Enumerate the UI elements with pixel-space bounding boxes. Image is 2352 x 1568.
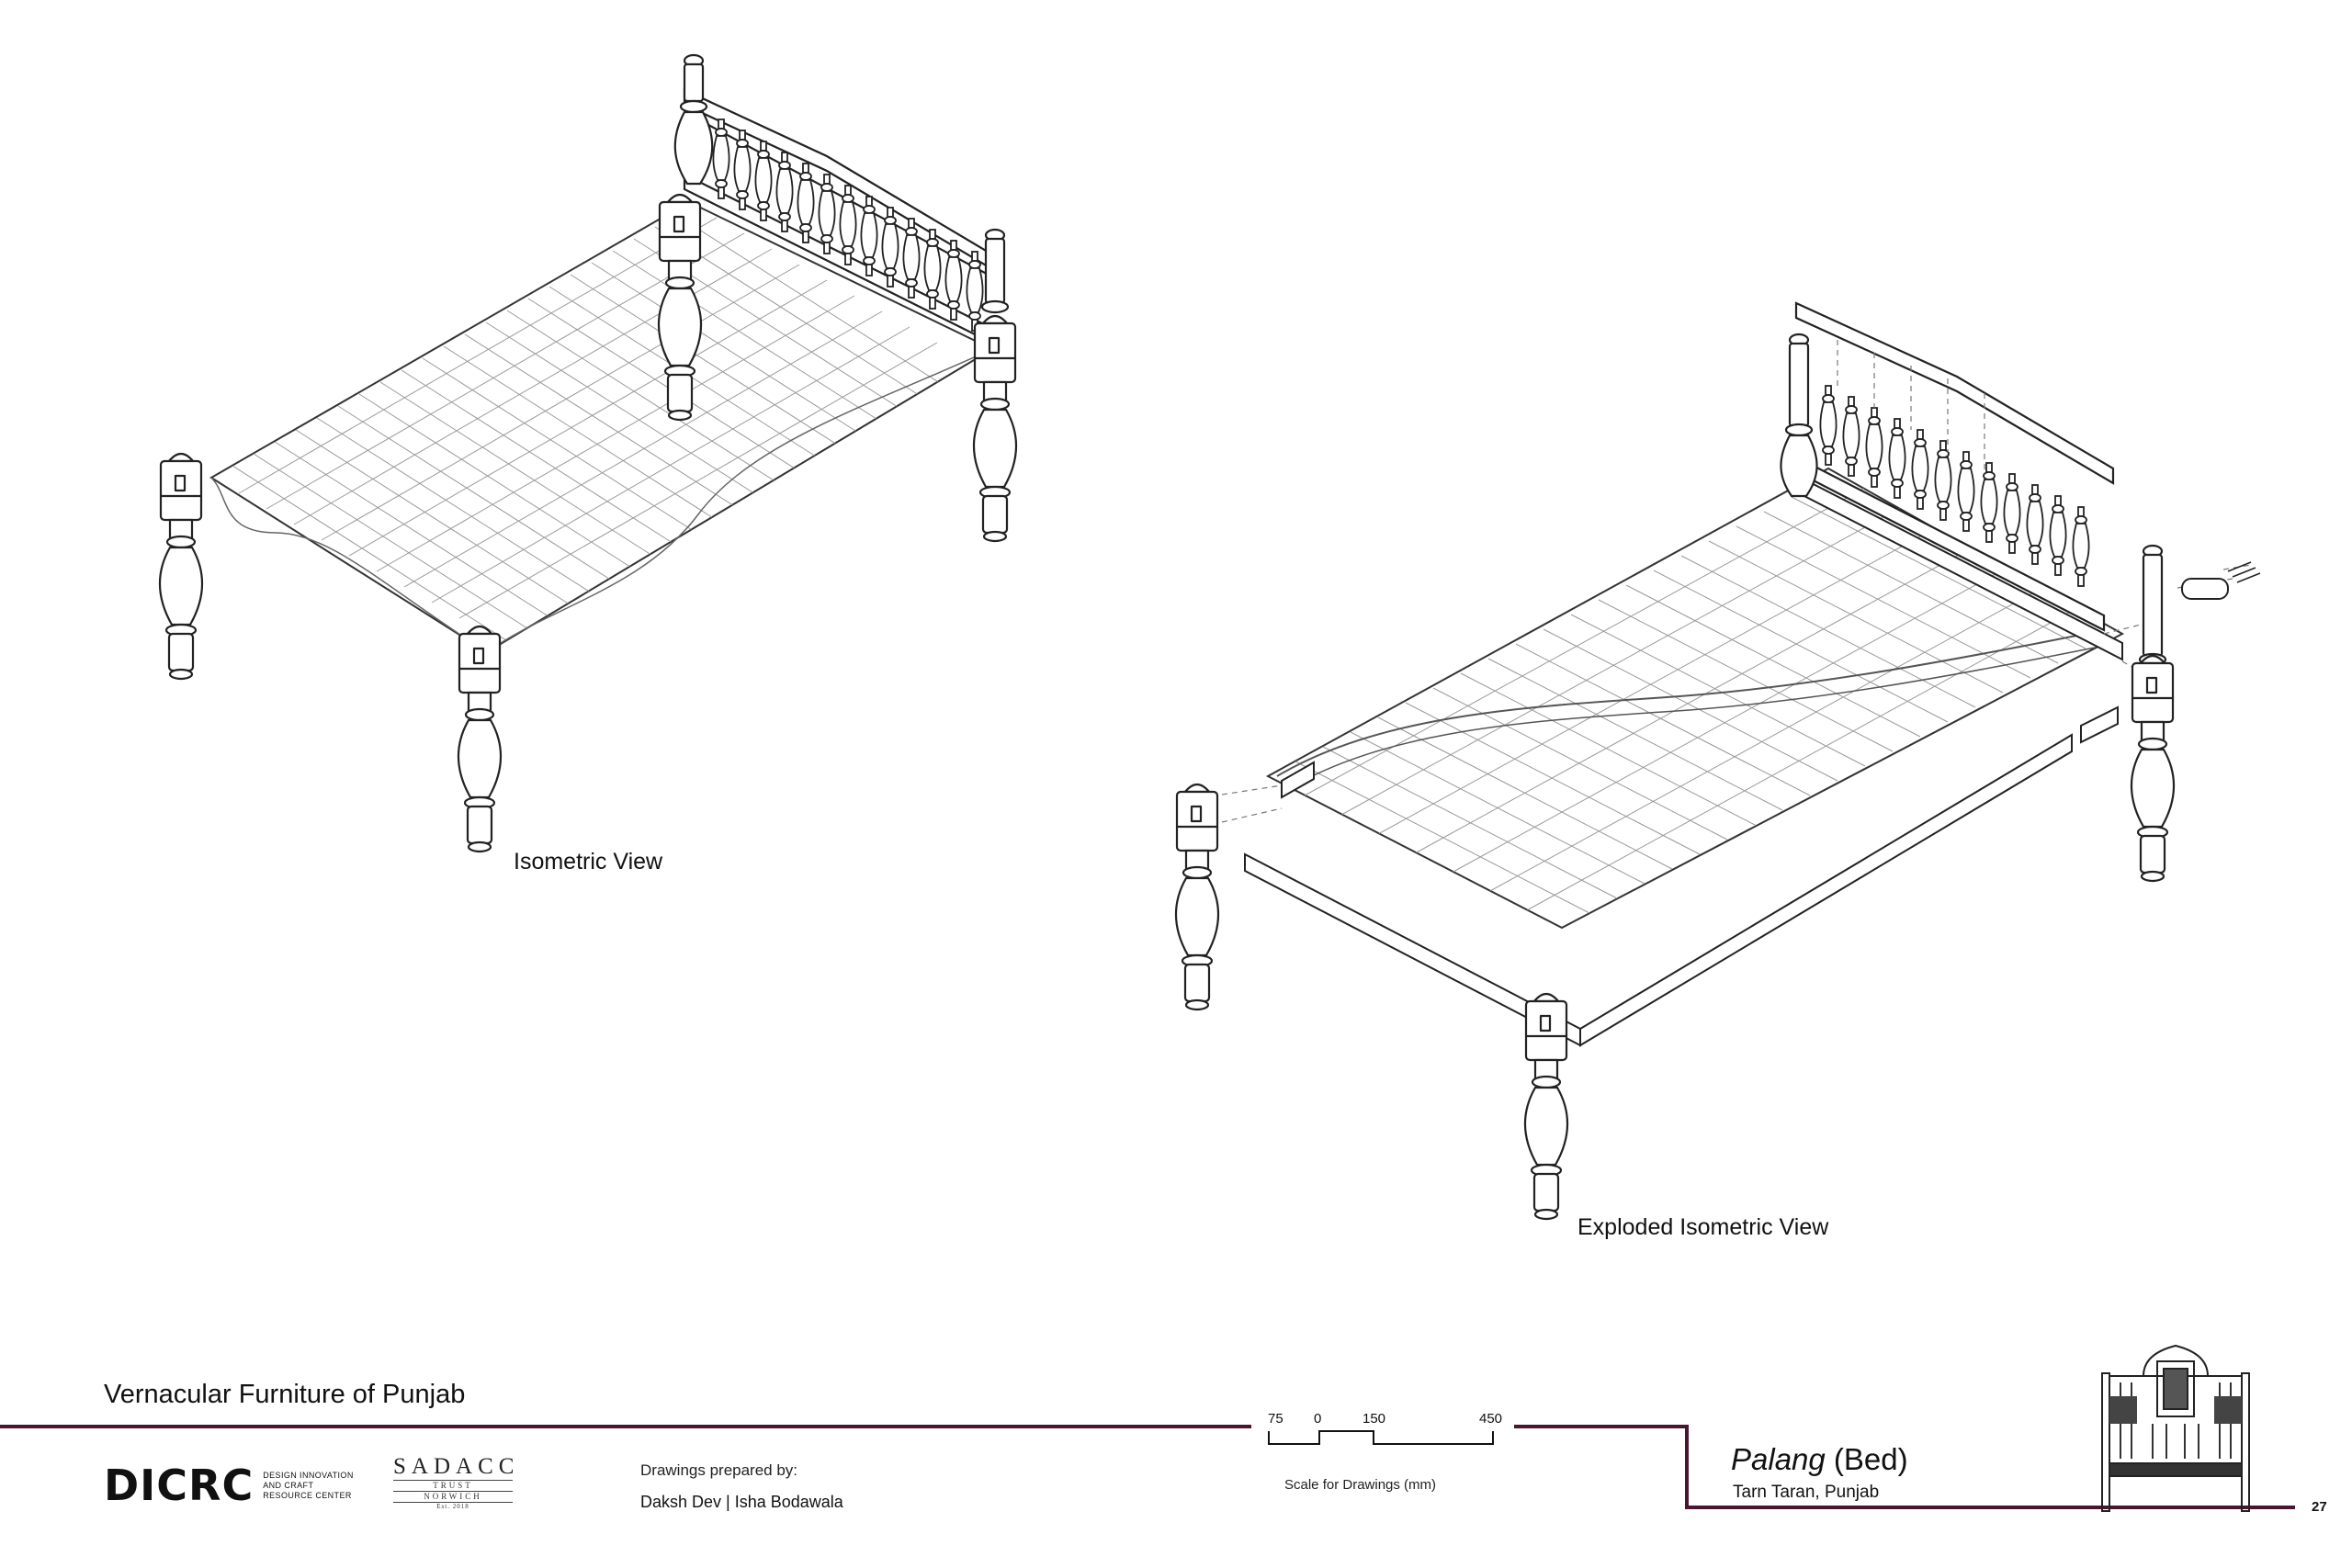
sadacc-name: SADACC xyxy=(393,1454,520,1479)
dicrc-subtitle-line: RESOURCE CENTER xyxy=(263,1490,352,1500)
bed-elevation-thumbnail xyxy=(2101,1344,2250,1512)
scale-bar-graphic xyxy=(1268,1430,1494,1445)
item-name: Palang (Bed) xyxy=(1731,1442,1908,1477)
dicrc-subtitle-line: AND CRAFT xyxy=(263,1480,314,1490)
isometric-bed xyxy=(158,53,1018,853)
page-number: 27 xyxy=(2312,1499,2327,1515)
item-name-rest: (Bed) xyxy=(1825,1442,1908,1476)
sadacc-city: NORWICH xyxy=(393,1492,513,1503)
prepared-by-label: Drawings prepared by: xyxy=(640,1461,798,1479)
item-name-italic: Palang xyxy=(1731,1442,1826,1476)
item-location: Tarn Taran, Punjab xyxy=(1733,1483,1880,1502)
sadacc-trust: TRUST xyxy=(393,1480,513,1492)
dicrc-wordmark: DICRC xyxy=(104,1461,254,1510)
scale-tick-label: 450 xyxy=(1479,1411,1503,1427)
sadacc-logo: SADACC TRUST NORWICH Est. 2018 xyxy=(393,1454,520,1510)
exploded-isometric-bed xyxy=(1174,301,2261,1221)
dicrc-logo: DICRC DESIGN INNOVATION AND CRAFT RESOUR… xyxy=(104,1461,354,1510)
scale-tick-label: 0 xyxy=(1314,1411,1322,1427)
scale-bar: 75 0 150 450 xyxy=(1268,1411,1507,1475)
scale-caption: Scale for Drawings (mm) xyxy=(1284,1477,1437,1493)
sadacc-est: Est. 2018 xyxy=(436,1503,469,1510)
isometric-view-caption: Isometric View xyxy=(514,849,663,874)
prepared-by-names: Daksh Dev | Isha Bodawala xyxy=(640,1493,843,1511)
exploded-view-caption: Exploded Isometric View xyxy=(1577,1214,1829,1240)
project-title: Vernacular Furniture of Punjab xyxy=(104,1380,466,1409)
scale-tick-label: 150 xyxy=(1363,1411,1386,1427)
dicrc-subtitle-line: DESIGN INNOVATION xyxy=(263,1470,354,1480)
scale-tick-label: 75 xyxy=(1268,1411,1283,1427)
